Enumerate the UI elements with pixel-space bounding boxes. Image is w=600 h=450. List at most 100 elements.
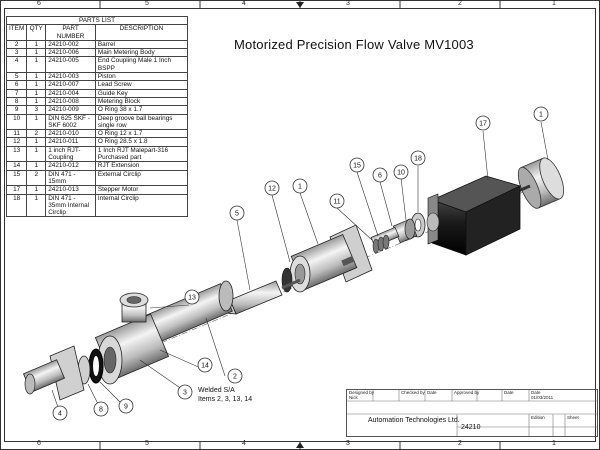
balloon-label: 14 xyxy=(201,363,209,370)
zone-top-4: 4 xyxy=(242,0,246,7)
leader-lines xyxy=(51,121,549,414)
parts-list-header: ITEM QTY PART NUMBER DESCRIPTION xyxy=(5,24,189,41)
bearing-stack-part xyxy=(370,212,426,254)
zone-top-2: 2 xyxy=(458,0,462,7)
weld-note: Welded S/A Items 2, 3, 13, 14 xyxy=(198,386,252,404)
date-label-3: Date xyxy=(531,390,541,395)
balloon-circle xyxy=(475,115,491,131)
balloon-label: 12 xyxy=(268,186,276,193)
zone-bottom-4: 4 xyxy=(242,440,246,447)
cell-item: 11 xyxy=(5,129,28,139)
balloon-label: 13 xyxy=(188,295,196,302)
drawing-title: Motorized Precision Flow Valve MV1003 xyxy=(234,37,474,52)
balloon-circle xyxy=(393,164,409,180)
cell-description: Main Metering Body xyxy=(94,48,189,58)
checked-by-label: Checked by xyxy=(401,390,425,395)
zone-bottom-6: 6 xyxy=(37,440,41,447)
zone-top-3: 3 xyxy=(346,0,350,7)
cell-item: 8 xyxy=(5,96,28,107)
cell-description: Stepper Motor xyxy=(94,185,189,195)
date-label-1: Date xyxy=(427,390,437,395)
barrel-assembly-part xyxy=(94,280,234,385)
balloon-circle xyxy=(349,157,365,173)
balloon-circle xyxy=(52,405,68,421)
cell-description: O Ring 38 x 1.7 xyxy=(94,105,189,115)
cell-item: 17 xyxy=(5,185,28,195)
cell-qty: 1 xyxy=(26,161,47,171)
balloon-label: 9 xyxy=(124,404,128,411)
balloon-circle xyxy=(177,384,193,400)
balloon-label: 15 xyxy=(353,163,361,170)
parts-list-caption: PARTS LIST xyxy=(6,15,188,26)
balloon-circle xyxy=(93,401,109,417)
designed-by-label: Designed by xyxy=(349,390,375,395)
parts-list-table: PARTS LIST ITEM QTY PART NUMBER DESCRIPT… xyxy=(5,15,189,218)
balloon-circle xyxy=(229,205,245,221)
zone-bottom-3: 3 xyxy=(346,440,350,447)
cell-item: 3 xyxy=(5,48,28,58)
balloon-label: 8 xyxy=(99,407,103,414)
cell-qty: 1 xyxy=(26,137,47,147)
cell-description: RJT Extension xyxy=(94,161,189,171)
balloon-circle xyxy=(264,180,280,196)
center-mark-top xyxy=(296,2,304,8)
cell-part-number: DIN 625 SKF - SKF 6002 xyxy=(45,113,96,131)
zone-bottom-5: 5 xyxy=(145,440,149,447)
balloon-circle xyxy=(533,106,549,122)
date-label-2: Date xyxy=(504,390,514,395)
cell-item: 14 xyxy=(5,161,28,171)
approved-by-label: Approved by xyxy=(454,390,480,395)
knob-part xyxy=(517,157,565,209)
zone-top-1: 1 xyxy=(552,0,556,7)
designed-by-value: Nick xyxy=(349,395,358,400)
cell-item: 2 xyxy=(5,39,28,50)
balloon-label: 3 xyxy=(183,390,187,397)
balloon-label: 1 xyxy=(298,184,302,191)
cell-qty: 3 xyxy=(26,105,47,115)
balloon-label: 6 xyxy=(378,173,382,180)
balloon-label: 1 xyxy=(539,112,543,119)
cell-item: 9 xyxy=(5,105,28,115)
balloon-circle xyxy=(372,167,388,183)
cell-description: O Ring 28.5 x 1.8 xyxy=(94,137,189,147)
cell-part-number: DIN 471 - 35mm Internal Circlip xyxy=(45,193,96,218)
balloon-label: 11 xyxy=(333,199,340,206)
balloon-label: 2 xyxy=(233,374,237,381)
balloon-circle xyxy=(184,289,200,305)
cell-item: 5 xyxy=(5,72,28,82)
balloon-circle xyxy=(329,193,345,209)
sheet-label: Sheet xyxy=(567,415,579,420)
balloon-circle xyxy=(292,178,308,194)
zone-top-5: 5 xyxy=(145,0,149,7)
cell-item: 12 xyxy=(5,137,28,147)
cell-qty: 1 xyxy=(26,48,47,58)
zone-bottom-2: 2 xyxy=(458,440,462,447)
oring-hole xyxy=(93,356,99,376)
balloon-circle xyxy=(227,368,243,384)
balloon-label: 10 xyxy=(397,170,405,177)
end-coupling-part xyxy=(22,345,85,401)
weld-note-line-2: Items 2, 3, 13, 14 xyxy=(198,396,253,403)
cell-description: Internal Circlip xyxy=(94,193,189,218)
cell-item: 7 xyxy=(5,88,28,98)
drawing-number: 24210 xyxy=(461,424,481,431)
balloon-circle xyxy=(410,150,426,166)
company-name: Automation Technologies Ltd. xyxy=(368,417,460,424)
edition-label: Edition xyxy=(531,415,545,420)
balloon-label: 5 xyxy=(235,211,239,218)
cell-qty: 1 xyxy=(26,72,47,82)
cell-item: 18 xyxy=(5,193,28,218)
